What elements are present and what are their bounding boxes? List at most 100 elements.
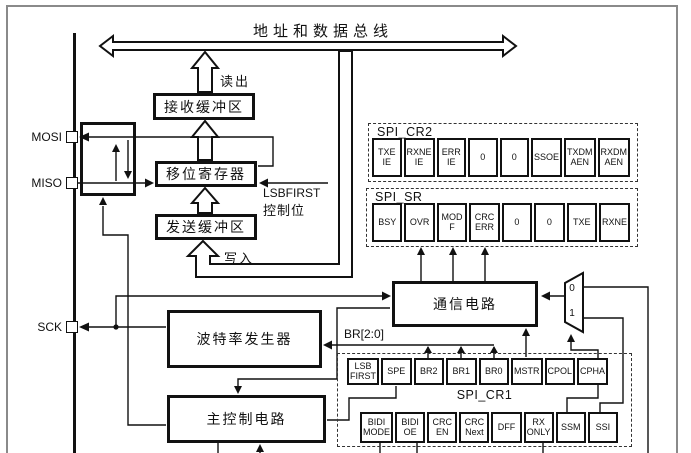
register-bit-cpol: CPOL: [544, 358, 576, 385]
arrow-into-router-bottom: [99, 197, 107, 205]
register-bit-crc-en: CRC EN: [427, 412, 458, 443]
mux-input1-label: 1: [569, 308, 575, 319]
write-path-conduit: [185, 50, 353, 278]
register-bit-rxdm-aen: RXDM AEN: [597, 138, 631, 177]
register-bit-rxne-ie: RXNE IE: [403, 138, 435, 177]
register-bit-bsy: BSY: [372, 203, 403, 242]
arrow-router-up: [112, 144, 120, 152]
arrow-br2: [424, 346, 432, 353]
arrow-into-maincontrol-bottom: [256, 444, 264, 452]
register-bit-0: 0: [499, 138, 530, 177]
address-data-bus-arrow: [98, 33, 518, 59]
mosi-pin-label: MOSI: [31, 130, 62, 144]
sck-pin: [66, 321, 78, 333]
register-bit-br1: BR1: [446, 358, 477, 385]
arrow-crcerr: [481, 247, 489, 255]
to-maincontrol-top-wire: [237, 378, 337, 392]
maincontrol-bottom-wires: [217, 443, 261, 453]
register-spi-cr2: SPI_CR2: [368, 123, 638, 182]
image-frame: [6, 5, 678, 453]
arrow-into-comm-left: [382, 291, 391, 301]
register-bit-0: 0: [468, 138, 498, 177]
register-bit-ssi: SSI: [587, 412, 618, 443]
arrowheads: [79, 132, 575, 452]
arrow-modf: [449, 247, 457, 255]
register-bit-dff: DFF: [491, 412, 522, 443]
arrow-into-mux-select: [567, 334, 575, 342]
block-rx-buffer: 接收缓冲区: [153, 93, 255, 120]
block-tx-buffer: 发送缓冲区: [155, 214, 257, 240]
block-shift-register: 移位寄存器: [155, 161, 257, 187]
arrow-to-mosi-pin: [79, 132, 89, 142]
register-bit-ssm: SSM: [555, 412, 586, 443]
mosi-pin: [66, 131, 78, 143]
register-bit-bidi-oe: BIDI OE: [395, 412, 426, 443]
mux-input0-label: 0: [569, 283, 575, 294]
spi-sr-name: SPI_SR: [375, 190, 423, 204]
register-bit-lsb-first: LSB FIRST: [347, 358, 379, 385]
arrow-ovr: [417, 247, 425, 255]
register-bit-0: 0: [501, 203, 533, 242]
register-bit-br0: BR0: [478, 358, 509, 385]
sck-junction-dot: [113, 324, 119, 330]
mux-input0-wire: [583, 286, 649, 453]
register-bit-crc-next: CRC Next: [459, 412, 490, 443]
nss-mux: [564, 271, 584, 334]
register-bit-crc-err: CRC ERR: [469, 203, 500, 242]
arrow-br0: [490, 346, 498, 353]
maincontrol-to-router-wire: [102, 206, 166, 426]
spe-wire: [327, 386, 397, 421]
lsbfirst-label: LSBFIRST: [263, 186, 321, 200]
data-bus-shapes: [98, 33, 584, 334]
block-pin-router: [80, 122, 136, 196]
arrow-mstr: [522, 328, 530, 336]
register-bit-ovr: OVR: [404, 203, 435, 242]
cr1-bottom-wires: [379, 443, 544, 453]
spi-cr2-name: SPI_CR2: [377, 125, 433, 139]
sck-pin-label: SCK: [37, 320, 62, 334]
arrow-into-maincontrol-top: [234, 386, 242, 394]
status-flag-wires: [420, 250, 486, 281]
register-bit-txe-ie: TXE IE: [372, 138, 402, 177]
arrow-mux-to-comm: [541, 291, 550, 301]
register-bit-ssoe: SSOE: [531, 138, 563, 177]
spi-cr1-name: SPI_CR1: [456, 388, 513, 402]
control-bit-label: 控制位: [263, 203, 306, 218]
block-main-control: 主控制电路: [167, 395, 326, 443]
write-label: 写入: [224, 251, 255, 266]
register-bit-cpha: CPHA: [577, 358, 609, 385]
miso-pin: [66, 177, 78, 189]
register-bit-mod-f: MOD F: [436, 203, 468, 242]
read-out-arrow: [189, 50, 221, 93]
arrow-to-sck-pin: [79, 322, 89, 332]
txbuffer-to-shift-arrow: [189, 186, 221, 214]
shift-to-rxbuffer-arrow: [189, 119, 221, 161]
br-bus-label: BR[2:0]: [344, 327, 385, 341]
mux-input1-ssi-wire: [583, 317, 624, 412]
arrow-into-baudgen: [323, 340, 332, 350]
register-bit-txdm-aen: TXDM AEN: [564, 138, 596, 177]
block-baud-generator: 波特率发生器: [167, 310, 322, 368]
register-spi-sr: SPI_SR: [366, 188, 638, 247]
register-bit-rxne: RXNE: [598, 203, 630, 242]
bus-title: 地址和数据总线: [252, 23, 393, 40]
arrow-lsbfirst: [259, 178, 268, 188]
block-comm-circuit: 通信电路: [392, 281, 538, 327]
register-bit-rx-only: RX ONLY: [523, 412, 554, 443]
register-bit-br2: BR2: [413, 358, 444, 385]
register-bit-bidi-mode: BIDI MODE: [360, 412, 393, 443]
arrow-to-shift-left: [145, 178, 154, 188]
arrow-router-down: [124, 171, 132, 179]
register-bit-mstr: MSTR: [511, 358, 543, 385]
arrow-br1: [457, 346, 465, 353]
register-bit-err-ie: ERR IE: [436, 138, 467, 177]
register-bit-spe: SPE: [381, 358, 412, 385]
clock-to-comm-wire: [115, 295, 388, 327]
mosi-wire: [88, 136, 274, 167]
miso-pin-label: MISO: [31, 176, 62, 190]
register-spi-cr1: SPI_CR1: [337, 353, 632, 447]
